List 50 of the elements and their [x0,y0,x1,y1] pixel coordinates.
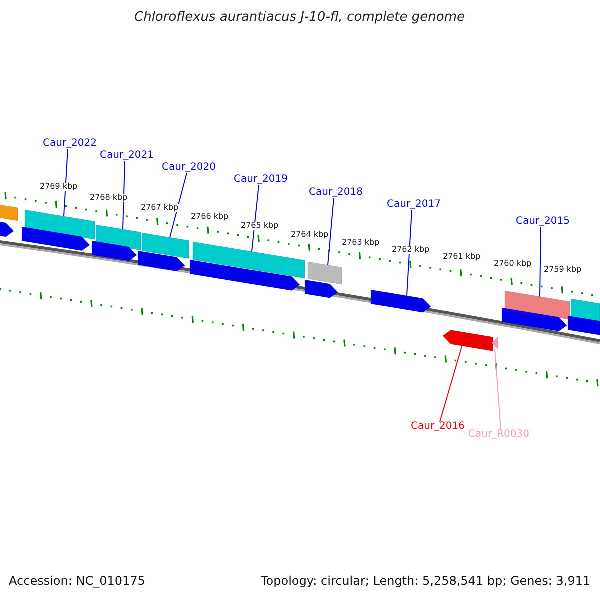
leader-line [406,210,412,296]
gene-label: Caur_2015 [516,217,570,227]
tick-label: 2762 kbp [392,246,430,254]
tick-label: 2759 kbp [544,266,582,274]
leader-line [122,160,126,230]
cds-feature [568,316,600,336]
tick-label: 2761 kbp [443,253,481,261]
tick-label: 2763 kbp [342,239,380,247]
tick-label: 2769 kbp [40,183,78,191]
gene-feature [308,262,342,285]
leader-line [328,198,334,266]
cds-feature [22,226,90,252]
cds-feature [304,280,338,298]
cds-feature [92,240,138,262]
gene-label: Caur_2016 [411,422,466,432]
cds-feature [370,290,432,313]
title: Chloroflexus aurantiacus J-10-fl, complete genome [134,11,466,24]
tick-label: 2760 kbp [494,260,532,268]
gene-label: Caur_R0030 [468,430,530,440]
genome-stats: Topology: circular; Length: 5,258,541 bp; Genes: 3,911 [261,575,591,587]
cds-feature [0,222,14,238]
cds-feature [190,260,300,292]
cds-feature [138,250,186,272]
tick-label: 2768 kbp [90,194,128,202]
leader-line [440,346,462,422]
gene-label: Caur_2017 [387,200,442,210]
leader-line [252,184,260,252]
tick-label: 2766 kbp [191,213,229,221]
leader-line [540,226,542,298]
gene-feature [0,204,18,222]
tick-label: 2764 kbp [291,231,329,239]
trna-feature [492,336,498,350]
gene-feature [504,290,570,320]
leader-line [494,348,502,430]
tick-label: 2765 kbp [241,222,279,230]
accession-text: Accession: NC_010175 [9,575,146,587]
leader-line [170,172,188,238]
gene-label: Caur_2020 [162,163,216,173]
gene-feature [24,210,96,240]
gene-feature [192,242,306,279]
gene-label: Caur_2022 [43,139,98,149]
leader-line [64,148,68,217]
gene-feature [442,330,494,352]
tick-label: 2767 kbp [141,204,179,212]
gene-label: Caur_2019 [234,175,288,185]
gene-label: Caur_2021 [100,151,154,161]
gene-feature [142,232,190,260]
gene-feature [570,298,600,322]
gene-feature [96,224,142,251]
gene-label: Caur_2018 [309,188,364,198]
